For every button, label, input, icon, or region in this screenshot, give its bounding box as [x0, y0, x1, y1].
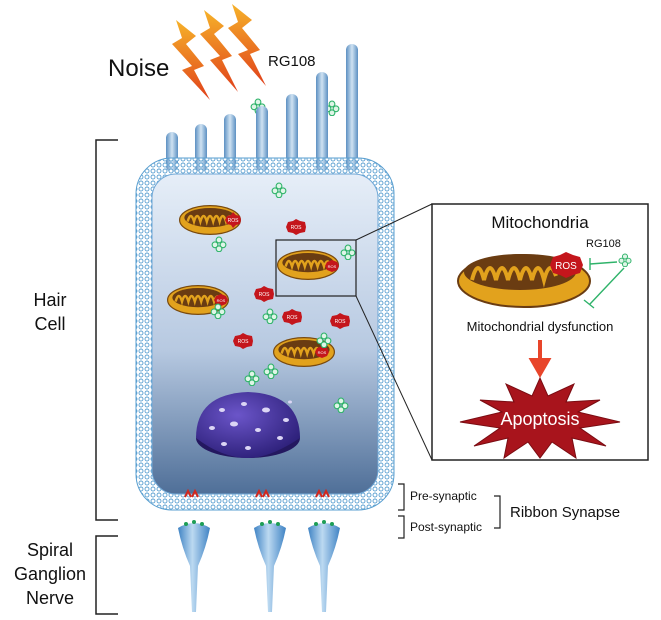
ribbon-synapse-label: Ribbon Synapse	[510, 504, 620, 521]
sgn-label-line1: Spiral	[27, 540, 73, 560]
pre-synaptic-label: Pre-synaptic	[410, 489, 477, 503]
dysfunction-label: Mitochondrial dysfunction	[467, 319, 614, 334]
hair-cell-label-line2: Cell	[34, 314, 65, 334]
inset-ros-label: ROS	[555, 261, 577, 272]
inset-title: Mitochondria	[491, 213, 589, 232]
lightning-icon	[228, 4, 266, 86]
noise-bolts	[172, 4, 266, 100]
zoom-region	[275, 239, 357, 297]
hair-cell	[135, 157, 395, 511]
noise-label: Noise	[108, 55, 169, 82]
ros-label: ROS	[217, 298, 226, 303]
sgn-bracket	[95, 535, 118, 615]
post-synaptic-bracket	[398, 515, 405, 539]
lightning-icon	[200, 10, 238, 92]
sgn-label-line2: Ganglion	[14, 564, 86, 584]
zoom-line-top	[355, 203, 433, 241]
ros-label: ROS	[238, 339, 250, 345]
hair-cell-bracket	[95, 139, 118, 521]
pre-synaptic-bracket	[398, 483, 405, 511]
ribbon-synapse-bracket	[494, 495, 501, 529]
zoom-line-bottom	[355, 295, 433, 461]
ros-label: ROS	[335, 319, 347, 325]
red-arrow	[528, 340, 552, 379]
spiral-ganglion-nerve	[178, 520, 340, 612]
hair-cell-label-line1: Hair	[33, 290, 66, 310]
lightning-icon	[172, 20, 210, 100]
rg108-top-label: RG108	[268, 53, 316, 70]
inhibition-arrow-ros	[589, 258, 618, 270]
post-synaptic-label: Post-synaptic	[410, 520, 482, 534]
inhibition-arrow-dysfunction	[583, 267, 625, 309]
ros-label: ROS	[287, 315, 299, 321]
ros-label: ROS	[291, 225, 303, 231]
ros-markers: ROS ROS ROS ROS ROS ROS ROS ROS ROS	[214, 212, 350, 358]
sgn-label-line3: Nerve	[26, 588, 74, 608]
apoptosis-label: Apoptosis	[500, 409, 579, 429]
inset-ros-marker: ROS	[550, 252, 583, 278]
ros-label: ROS	[318, 350, 327, 355]
inset-rg108-label: RG108	[586, 238, 621, 250]
ros-label: ROS	[259, 292, 271, 298]
mitochondria-inset: Mitochondria ROS RG108 Mitochondrial dys…	[431, 203, 649, 461]
apoptosis-burst: Apoptosis	[459, 376, 621, 460]
nucleus	[196, 392, 300, 458]
ros-label: ROS	[228, 218, 240, 224]
ros-label: ROS	[328, 264, 337, 269]
ribbon-synapses	[184, 488, 330, 498]
